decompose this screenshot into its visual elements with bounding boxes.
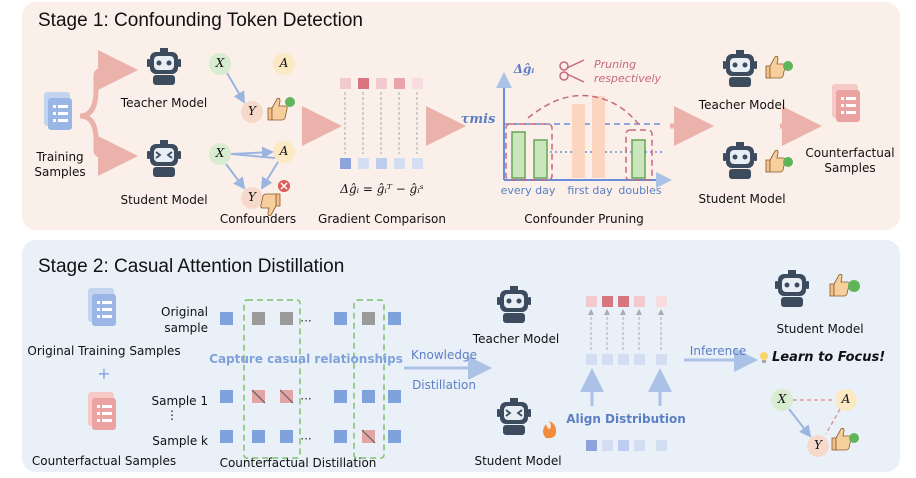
stage2-teacher-robot-icon — [497, 286, 531, 323]
training-samples-label: Training Samples — [34, 150, 86, 179]
grid-ellipsis-2: ··· — [300, 392, 312, 406]
knowledge-label: Knowledge — [411, 348, 477, 362]
x-tick-first-day: first day — [567, 184, 613, 197]
stage2-student-robot-icon — [496, 397, 532, 436]
counterfactual-samples-label: Counterfactual Samples — [805, 146, 895, 175]
learn-to-focus-label: Learn to Focus! — [772, 350, 886, 365]
plus-sign: + — [97, 364, 111, 383]
final-node-x: X — [777, 392, 787, 406]
student-robot-icon — [146, 139, 182, 178]
gradient-comparison-grid — [340, 78, 423, 169]
teacher-right-robot-icon — [723, 50, 757, 87]
arrow-to-teacher — [79, 50, 138, 119]
teacher-model-right-label: Teacher Model — [698, 98, 786, 112]
lightbulb-icon — [760, 352, 768, 363]
counterfactual-token-grid — [220, 299, 401, 459]
fire-icon — [543, 421, 557, 439]
capture-causal-text: Capture casual relationships — [209, 352, 403, 366]
scissors-icon — [559, 59, 585, 83]
stage2-teacher-model-label: Teacher Model — [472, 332, 560, 346]
student-right-robot-icon — [723, 142, 757, 179]
final-causal-graph — [771, 389, 859, 457]
original-sample-label: Original sample — [161, 305, 208, 335]
original-training-samples-icon — [88, 288, 116, 326]
counterfactual-samples-stage2-label: Counterfactual Samples — [31, 454, 177, 468]
counterfactual-distillation-label: Counterfactual Distillation — [219, 456, 377, 470]
teacher-node-y: Y — [248, 104, 256, 118]
confounder-pruning-label: Confounder Pruning — [524, 212, 644, 226]
stage2-title: Stage 2: Casual Attention Distillation — [38, 256, 345, 277]
student-model-right-label: Student Model — [698, 192, 786, 206]
inference-label: Inference — [689, 344, 747, 358]
stage1-title: Stage 1: Confounding Token Detection — [38, 10, 363, 31]
pruning-note: Pruning respectively — [594, 58, 662, 85]
vdots: ⋮ — [166, 408, 178, 422]
x-tick-doubles: doubles — [618, 184, 662, 197]
counterfactual-samples-icon — [832, 84, 860, 122]
align-distribution-grid — [580, 296, 672, 451]
grid-ellipsis-3: ··· — [300, 432, 312, 446]
stage2-student-model-right-label: Student Model — [776, 322, 864, 336]
original-training-samples-label: Original Training Samples — [27, 344, 181, 358]
grid-ellipsis-1: ··· — [300, 314, 312, 328]
training-samples-icon — [44, 92, 72, 130]
x-tick-every-day: every day — [500, 184, 556, 197]
sample-1-label: Sample 1 — [151, 394, 208, 408]
student-causal-graph — [209, 141, 295, 217]
delta-g-label: Δĝᵢ — [513, 62, 535, 76]
sample-k-label: Sample k — [152, 434, 208, 448]
teacher-model-label: Teacher Model — [120, 96, 208, 110]
student-node-x: X — [215, 146, 225, 160]
align-distribution-label: Align Distribution — [566, 412, 686, 426]
distillation-label: Distillation — [412, 378, 476, 392]
gradient-comparison-label: Gradient Comparison — [318, 212, 446, 226]
confounders-label: Confounders — [219, 212, 297, 226]
teacher-node-x: X — [215, 56, 225, 70]
teacher-node-a: A — [279, 56, 289, 70]
student-node-y: Y — [248, 190, 256, 204]
final-node-y: Y — [814, 438, 822, 452]
final-node-a: A — [841, 392, 851, 406]
counterfactual-samples-icon-2 — [88, 392, 116, 430]
tau-label: τmis — [460, 112, 496, 127]
teacher-causal-graph — [209, 53, 295, 123]
confounder-pruning-chart — [496, 59, 672, 188]
stage2-student-model-label: Student Model — [474, 454, 562, 468]
teacher-robot-icon — [147, 48, 181, 85]
gradient-formula: Δĝᵢ = ĝᵢᵀ − ĝᵢˢ — [340, 182, 424, 196]
student-node-a: A — [279, 144, 289, 158]
student-model-label: Student Model — [120, 193, 208, 207]
arrow-to-student — [79, 113, 138, 176]
stage2-final-student-robot-icon — [775, 270, 809, 307]
